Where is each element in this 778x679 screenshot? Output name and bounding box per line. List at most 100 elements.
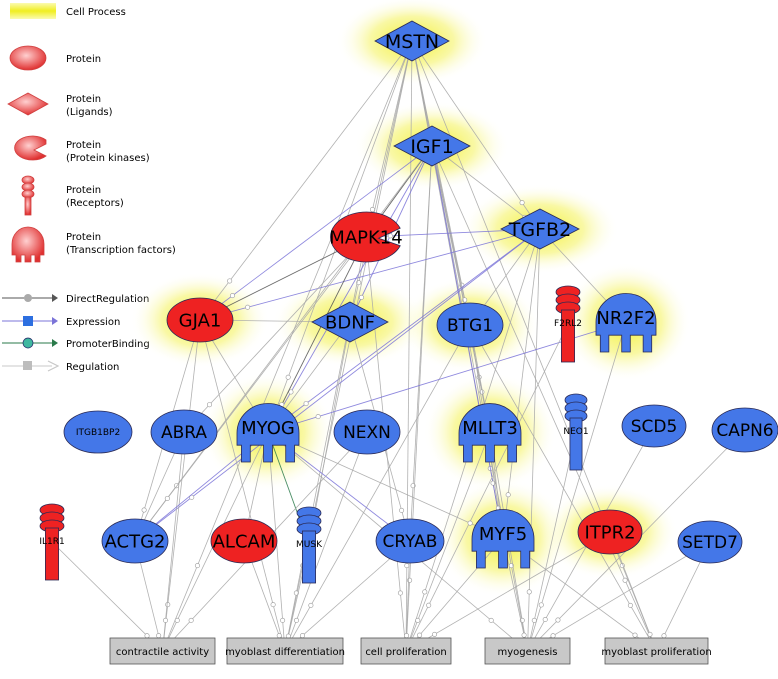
- edge-marker: [293, 590, 299, 596]
- process-box: [604, 637, 709, 665]
- node-cryab[interactable]: CRYAB: [375, 518, 445, 564]
- edge-marker: [521, 632, 527, 638]
- process-differentiation[interactable]: myoblast differentiation: [225, 637, 345, 665]
- node-label: CRYAB: [383, 532, 438, 552]
- edge-marker: [661, 633, 667, 639]
- edge-marker: [467, 520, 473, 526]
- process-myogenesis[interactable]: myogenesis: [484, 637, 571, 665]
- edge-marker: [358, 294, 364, 300]
- process-contractile[interactable]: contractile activity: [109, 637, 216, 665]
- edge-abra-contractile: [162, 431, 185, 652]
- edge-marker: [397, 590, 403, 596]
- edge-myog-myf5: [267, 431, 504, 539]
- node-label: ITGB1BP2: [76, 428, 120, 438]
- edge-itpr2-proliferation: [405, 531, 611, 652]
- node-il1r1[interactable]: IL1R1: [39, 503, 65, 581]
- edge-marker: [531, 617, 537, 623]
- receptor-icon: [296, 506, 322, 584]
- edge-cryab-differentiation: [284, 540, 411, 652]
- receptor-icon: [555, 285, 581, 363]
- node-label: SETD7: [682, 533, 738, 553]
- node-label: MYOG: [241, 418, 295, 439]
- edge-marker: [141, 507, 147, 513]
- legend-sub-receptor: (Receptors): [66, 198, 124, 209]
- legend-label-cell-process: Cell Process: [66, 7, 126, 18]
- transcription-factor-icon: [471, 509, 535, 569]
- edge-igf1-gja1: [199, 145, 433, 321]
- edge-marker: [299, 633, 305, 639]
- node-nr2f2[interactable]: NR2F2: [595, 293, 657, 353]
- node-actg2[interactable]: ACTG2: [101, 518, 169, 564]
- edge-mapk14-actg2: [134, 236, 367, 542]
- protein-ellipse-icon: [150, 409, 218, 455]
- node-myog[interactable]: MYOG: [236, 403, 300, 463]
- node-label: ITPR2: [584, 522, 635, 543]
- process-label: cell proliferation: [365, 647, 446, 658]
- node-label: GJA1: [179, 310, 222, 331]
- edge-marker: [303, 401, 309, 407]
- node-bdnf[interactable]: BDNF: [311, 301, 389, 343]
- node-neo1[interactable]: NEO1: [563, 393, 589, 471]
- legend-item-tf: Protein (Transcription factors): [11, 226, 176, 263]
- node-mstn[interactable]: MSTN: [374, 20, 450, 62]
- node-musk[interactable]: MUSK: [296, 506, 323, 584]
- edge-mapk14-myog: [267, 236, 367, 433]
- edge-tgfb2-myogenesis: [527, 228, 541, 652]
- node-itgb1bp2[interactable]: ITGB1BP2: [63, 410, 133, 454]
- edge-mllt3-proliferation: [405, 431, 491, 652]
- process-proliferation[interactable]: cell proliferation: [360, 637, 452, 665]
- node-igf1[interactable]: IGF1: [393, 125, 471, 167]
- protein-ellipse-icon: [375, 518, 445, 564]
- edge-nr2f2-myogenesis: [527, 321, 627, 652]
- node-f2rl2[interactable]: F2RL2: [554, 285, 582, 363]
- node-label: IL1R1: [39, 537, 64, 547]
- ligand-diamond-icon: [7, 92, 49, 116]
- node-mllt3[interactable]: MLLT3: [458, 403, 522, 463]
- edge-marker: [280, 617, 286, 623]
- legend-item-cell-process: Cell Process: [10, 3, 126, 19]
- edge-marker: [163, 617, 169, 623]
- edge-tgfb2-myf5: [502, 228, 541, 539]
- edge-btg1-differentiation: [284, 324, 471, 652]
- edge-mstn-tgfb2: [411, 40, 541, 230]
- edge-marker: [622, 577, 628, 583]
- node-btg1[interactable]: BTG1: [436, 302, 504, 348]
- node-label: IGF1: [410, 136, 453, 158]
- edge-marker: [387, 233, 393, 239]
- node-gja1[interactable]: GJA1: [166, 297, 234, 343]
- node-itpr2[interactable]: ITPR2: [577, 509, 643, 555]
- node-mapk14[interactable]: MAPK14: [329, 211, 403, 263]
- protein-ellipse-icon: [333, 409, 401, 455]
- process-box: [226, 637, 344, 665]
- node-tgfb2[interactable]: TGFB2: [500, 208, 580, 250]
- node-alcam[interactable]: ALCAM: [210, 518, 278, 564]
- direct-regulation-icon: [24, 294, 32, 302]
- node-setd7[interactable]: SETD7: [677, 520, 743, 564]
- process-box: [360, 637, 452, 665]
- node-capn6[interactable]: CAPN6: [711, 407, 778, 453]
- legend-edge-expression: Expression: [2, 316, 120, 328]
- edge-myf5-proliferation: [405, 537, 504, 652]
- edge-marker: [189, 494, 195, 500]
- transcription-factor-icon: [236, 403, 300, 463]
- legend-label-expression: Expression: [66, 317, 120, 328]
- ligand-diamond-icon: [393, 125, 471, 167]
- node-myf5[interactable]: MYF5: [471, 509, 535, 569]
- node-label: NEXN: [343, 423, 391, 443]
- legend-label-tf: Protein: [66, 232, 101, 243]
- regulation-icon: [23, 361, 32, 370]
- edge-marker: [542, 616, 548, 622]
- node-scd5[interactable]: SCD5: [621, 404, 687, 448]
- protein-ellipse-icon: [9, 45, 47, 71]
- edge-marker: [276, 633, 282, 639]
- edge-marker: [432, 631, 438, 637]
- edge-marker: [156, 633, 162, 639]
- edge-igf1-actg2: [134, 145, 433, 542]
- legend-label-regulation: Regulation: [66, 362, 119, 373]
- edge-setd7-myogenesis: [527, 541, 711, 652]
- process-mbproliferation[interactable]: myoblast proliferation: [601, 637, 712, 665]
- node-nexn[interactable]: NEXN: [333, 409, 401, 455]
- node-label: MUSK: [296, 540, 323, 550]
- node-abra[interactable]: ABRA: [150, 409, 218, 455]
- legend-sub-ligand: (Ligands): [66, 107, 113, 118]
